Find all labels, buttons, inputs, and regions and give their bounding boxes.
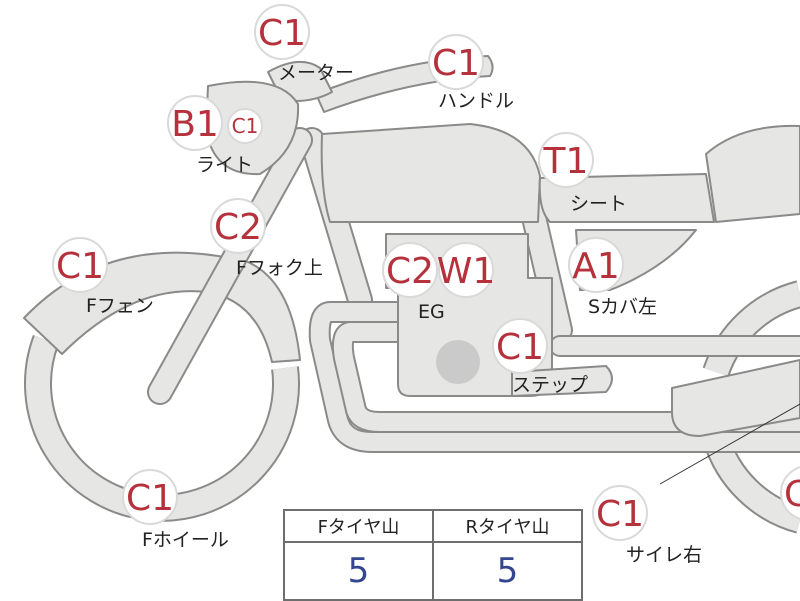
part-engine[interactable]: C2 W1 EG xyxy=(382,242,496,323)
grade-badge: C1 xyxy=(492,318,548,374)
part-label: Sカバ左 xyxy=(588,296,657,318)
part-front-fender[interactable]: C1 Fフェン xyxy=(52,237,154,317)
part-front-wheel[interactable]: C1 Fホイール xyxy=(122,469,229,551)
svg-text:C1: C1 xyxy=(126,478,174,519)
part-step[interactable]: C1 ステップ xyxy=(492,318,588,396)
grade-badge: C2 xyxy=(210,198,266,254)
tire-tread-table: Fタイヤ山 Rタイヤ山 5 5 xyxy=(283,509,583,601)
part-side-cover-left[interactable]: A1 Sカバ左 xyxy=(568,237,657,318)
svg-text:C1: C1 xyxy=(56,246,104,287)
part-seat[interactable]: T1 シート xyxy=(538,132,627,215)
motorcycle-illustration xyxy=(23,55,800,534)
svg-text:C1: C1 xyxy=(232,114,259,138)
part-label: ライト xyxy=(196,154,253,176)
part-label: シート xyxy=(570,193,627,215)
part-handle[interactable]: C1 ハンドル xyxy=(428,34,514,112)
part-label: Fフェン xyxy=(86,295,154,317)
part-label: メーター xyxy=(278,62,354,84)
svg-text:C: C xyxy=(784,474,800,515)
grade-badge: C1 xyxy=(254,4,310,60)
step-shape xyxy=(511,365,613,397)
part-muffler-right[interactable]: C1 サイレ右 xyxy=(592,485,702,566)
part-label: Fフォク上 xyxy=(236,257,323,279)
svg-text:C1: C1 xyxy=(596,494,644,535)
svg-text:A1: A1 xyxy=(572,246,620,287)
tail-shape xyxy=(705,124,800,223)
front-tire-header: Fタイヤ山 xyxy=(283,509,434,543)
part-label: EG xyxy=(418,301,445,323)
exhaust-shape xyxy=(308,301,800,453)
fork-shape xyxy=(147,127,313,405)
part-meter[interactable]: C1 メーター xyxy=(254,4,354,84)
grade-badge: C1 xyxy=(592,485,648,541)
rear-tire-value: 5 xyxy=(432,541,583,601)
rear-tire-header: Rタイヤ山 xyxy=(432,509,583,543)
svg-text:C1: C1 xyxy=(496,327,544,368)
grade-badge: W1 xyxy=(437,242,496,298)
grade-badge: A1 xyxy=(568,237,624,293)
grade-badge: C xyxy=(780,466,800,520)
svg-text:C1: C1 xyxy=(258,13,306,54)
grade-badge: C1 xyxy=(52,237,108,293)
grade-badge: C1 xyxy=(122,469,178,525)
seat-shape xyxy=(538,173,715,223)
svg-text:C1: C1 xyxy=(432,43,480,84)
svg-text:C2: C2 xyxy=(214,207,262,248)
grade-badge: C2 xyxy=(382,242,438,298)
grade-badge: T1 xyxy=(538,132,594,188)
fuel-tank-shape xyxy=(320,123,541,223)
part-label: ステップ xyxy=(512,374,588,396)
svg-text:T1: T1 xyxy=(543,141,589,182)
grade-badge-small: C1 xyxy=(227,108,263,144)
part-fork-upper[interactable]: C2 Fフォク上 xyxy=(210,198,323,279)
part-label: ハンドル xyxy=(438,90,514,112)
front-tire-value: 5 xyxy=(283,541,434,601)
muffler-shape xyxy=(671,359,800,437)
part-rear-edge[interactable]: C xyxy=(780,466,800,520)
grade-badge: B1 xyxy=(167,95,223,151)
part-label: Fホイール xyxy=(142,529,229,551)
svg-text:W1: W1 xyxy=(437,251,496,292)
leader-line xyxy=(659,403,800,485)
svg-text:B1: B1 xyxy=(171,104,219,145)
svg-text:C2: C2 xyxy=(386,251,434,292)
part-light[interactable]: B1 C1 ライト xyxy=(167,95,263,176)
engine-cover-shape xyxy=(436,340,480,384)
grade-badge: C1 xyxy=(428,34,484,90)
part-label: サイレ右 xyxy=(626,544,702,566)
